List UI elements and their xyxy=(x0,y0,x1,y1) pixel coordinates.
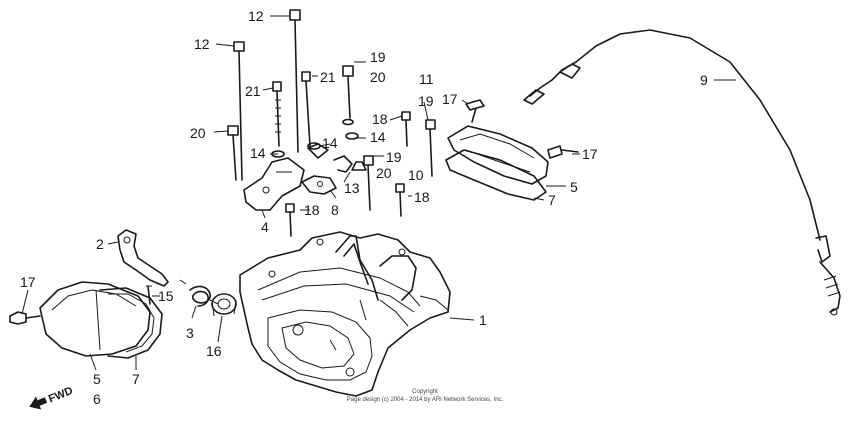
bolt-18-mid xyxy=(395,183,405,217)
callout-15: 15 xyxy=(158,288,174,304)
bolt-18-top xyxy=(401,111,411,147)
bracket xyxy=(243,157,305,211)
callout-18-top: 18 xyxy=(372,111,388,127)
copyright-line2: Page design (c) 2004 - 2014 by ARI Netwo… xyxy=(347,397,504,403)
callout-17-top: 17 xyxy=(442,91,458,107)
bolt-21-right xyxy=(301,71,311,147)
right-gasket xyxy=(445,149,547,201)
callout-14-right: 14 xyxy=(370,129,386,145)
callout-14-mid: 14 xyxy=(322,135,338,151)
callout-6: 6 xyxy=(93,391,101,407)
long-bolt-a xyxy=(289,9,301,153)
leader-lines xyxy=(21,15,736,371)
callout-12-top: 12 xyxy=(248,8,264,24)
control-cable xyxy=(523,29,841,316)
callout-1: 1 xyxy=(479,312,487,328)
callout-21-left: 21 xyxy=(245,83,261,99)
callout-5-right: 5 xyxy=(570,179,578,195)
callout-7-left: 7 xyxy=(132,371,140,387)
fwd-arrow: FWD xyxy=(29,385,75,410)
spring xyxy=(179,279,219,307)
case-housing xyxy=(239,231,451,397)
pin xyxy=(146,285,152,305)
long-bolt-b xyxy=(233,41,245,181)
callout-5-left: 5 xyxy=(93,371,101,387)
callout-14-left: 14 xyxy=(250,145,266,161)
callout-17-left: 17 xyxy=(20,274,36,290)
callout-17-right: 17 xyxy=(582,146,598,162)
callout-labels: 1 2 3 4 5 5 6 7 7 8 9 10 11 12 12 13 14 … xyxy=(20,8,708,407)
callout-4: 4 xyxy=(261,219,269,235)
callout-9: 9 xyxy=(700,72,708,88)
callout-19-top: 19 xyxy=(370,49,386,65)
clip xyxy=(307,143,353,173)
callout-7-right: 7 xyxy=(548,192,556,208)
copyright-notice: Copyright Page design (c) 2004 - 2014 by… xyxy=(347,389,504,403)
left-cover xyxy=(39,281,151,357)
screw-17-top xyxy=(465,99,485,123)
bolt-11-19 xyxy=(425,119,436,177)
bolt-19-20-mid xyxy=(363,155,374,211)
callout-8: 8 xyxy=(331,202,339,218)
callout-20-mid: 20 xyxy=(376,165,392,181)
bolt-19-20-top xyxy=(342,65,354,119)
bolt-21-left xyxy=(272,81,282,147)
bolt-20-left xyxy=(227,125,239,181)
copyright-line1: Copyright xyxy=(412,389,438,395)
callout-11: 11 xyxy=(419,71,434,87)
bushing xyxy=(211,293,237,317)
washers xyxy=(271,118,359,158)
callout-19-right: 19 xyxy=(418,93,434,109)
callout-16: 16 xyxy=(206,343,222,359)
callout-18-low: 18 xyxy=(304,202,320,218)
callout-19-mid: 19 xyxy=(386,149,402,165)
callout-18-mid: 18 xyxy=(414,189,430,205)
left-bolt xyxy=(9,311,41,325)
bolt-18-low xyxy=(285,203,295,237)
callout-20-top: 20 xyxy=(370,69,386,85)
callout-20-left: 20 xyxy=(190,125,206,141)
cap-nut xyxy=(351,161,367,171)
fwd-label: FWD xyxy=(47,385,75,406)
screw-17-right xyxy=(547,145,579,159)
callout-10: 10 xyxy=(408,167,424,183)
callout-3: 3 xyxy=(186,325,194,341)
left-gasket xyxy=(99,287,163,359)
small-plate xyxy=(301,175,337,195)
callout-13: 13 xyxy=(344,180,360,196)
lever-arm xyxy=(117,229,169,287)
callout-21-right: 21 xyxy=(320,69,336,85)
callout-12-mid: 12 xyxy=(194,36,210,52)
callout-2: 2 xyxy=(96,236,104,252)
